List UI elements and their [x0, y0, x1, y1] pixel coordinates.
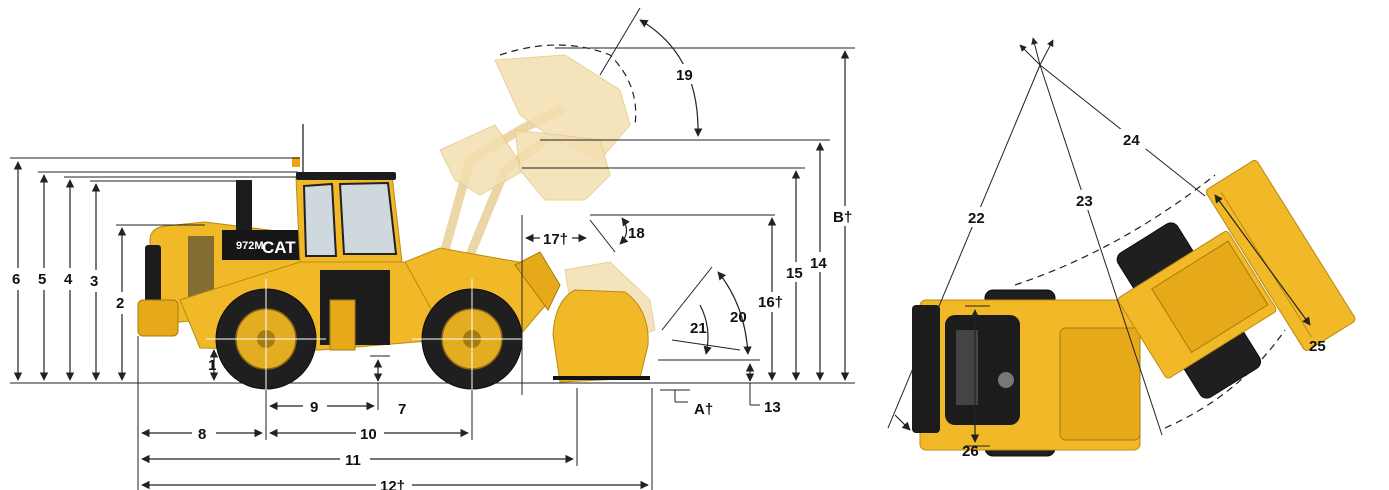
- ray-22: [887, 64, 1041, 429]
- label-d25: 25: [1309, 338, 1326, 355]
- label-dA: A†: [694, 401, 713, 418]
- label-d4: 4: [64, 271, 73, 288]
- label-d12: 12†: [380, 478, 405, 490]
- label-d15: 15: [786, 265, 803, 282]
- top-view: 22 23 24 25 26: [887, 37, 1356, 460]
- label-d16: 16†: [758, 294, 783, 311]
- label-d2: 2: [116, 295, 124, 312]
- label-d7: 7: [398, 401, 406, 418]
- top-rear-frame: [912, 289, 1141, 457]
- label-d1: 1: [208, 357, 216, 374]
- label-d24: 24: [1123, 132, 1140, 149]
- label-d21: 21: [690, 320, 707, 337]
- label-d19: 19: [676, 67, 693, 84]
- label-d6: 6: [12, 271, 20, 288]
- label-dB: B†: [833, 209, 852, 226]
- label-d3: 3: [90, 273, 98, 290]
- side-view: 972M CAT: [8, 7, 860, 490]
- rear-wheel: [206, 279, 326, 399]
- label-d9: 9: [310, 399, 318, 416]
- brand-badge: CAT: [262, 238, 296, 257]
- label-d22: 22: [968, 210, 985, 227]
- front-wheel: [412, 279, 532, 399]
- raised-bucket-ghost: [439, 44, 637, 260]
- model-badge: 972M: [236, 240, 264, 252]
- label-d26: 26: [962, 443, 979, 460]
- turning-arc-outer: [1014, 174, 1216, 286]
- label-d5: 5: [38, 271, 46, 288]
- turning-arc-inner: [1164, 329, 1286, 429]
- label-d20: 20: [730, 309, 747, 326]
- label-d8: 8: [198, 426, 206, 443]
- label-d17: 17†: [543, 231, 568, 248]
- ray-23: [1039, 64, 1163, 436]
- label-d18: 18: [628, 225, 645, 242]
- label-d13: 13: [764, 399, 781, 416]
- label-d10: 10: [360, 426, 377, 443]
- label-d14: 14: [810, 255, 827, 272]
- label-d11: 11: [345, 452, 361, 469]
- label-d23: 23: [1076, 193, 1093, 210]
